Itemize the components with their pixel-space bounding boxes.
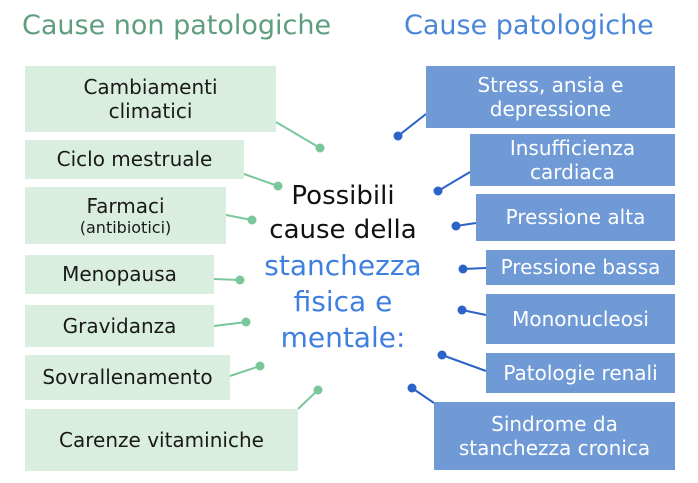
cause-farmaci: Farmaci (antibiotici) (25, 187, 226, 244)
cause-label: Farmaci (86, 193, 165, 218)
cause-pressione-bassa: Pressione bassa (486, 250, 675, 285)
connector-dot-ciclo (273, 181, 283, 191)
cause-label: Sindrome da stanchezza cronica (458, 411, 651, 460)
central-title-highlight: stanchezza fisica e mentale: (264, 248, 422, 355)
connector-carenze (297, 389, 319, 410)
cause-label: Insufficienza cardiaca (509, 135, 636, 184)
connector-dot-farmaci (247, 215, 257, 225)
central-title: Possibili cause della stanchezza fisica … (248, 180, 438, 357)
connector-insufficienza (437, 171, 471, 192)
cause-label: Patologie renali (503, 360, 658, 385)
connector-dot-mononucleosi (457, 305, 467, 315)
connector-patologie-renali (441, 354, 487, 372)
cause-label: Ciclo mestruale (56, 147, 213, 172)
cause-label: Mononucleosi (512, 306, 649, 331)
connector-dot-sovrallenamento (255, 361, 265, 371)
cause-label: Sovrallenamento (42, 365, 213, 390)
cause-sublabel: (antibiotici) (79, 217, 172, 237)
connector-dot-pressione-alta (451, 221, 461, 231)
connector-sovrallenamento (229, 365, 261, 377)
cause-sindrome-stanchezza-cronica: Sindrome da stanchezza cronica (434, 402, 675, 470)
cause-gravidanza: Gravidanza (25, 305, 214, 347)
cause-patologie-renali: Patologie renali (486, 353, 675, 393)
central-title-line2: cause della (269, 214, 417, 245)
cause-stress-ansia-depressione: Stress, ansia e depressione (426, 66, 675, 128)
cause-mononucleosi: Mononucleosi (486, 294, 675, 344)
cause-label: Stress, ansia e depressione (477, 72, 624, 121)
cause-label: Pressione alta (505, 205, 646, 230)
connector-dot-menopausa (235, 275, 245, 285)
cause-pressione-alta: Pressione alta (476, 194, 675, 241)
cause-carenze-vitaminiche: Carenze vitaminiche (25, 409, 298, 471)
cause-sovrallenamento: Sovrallenamento (25, 355, 230, 400)
cause-ciclo-mestruale: Ciclo mestruale (25, 140, 244, 179)
cause-label: Pressione bassa (500, 255, 661, 280)
connector-dot-gravidanza (241, 317, 251, 327)
cause-cambiamenti-climatici: Cambiamenti climatici (25, 66, 276, 132)
cause-label: Menopausa (62, 262, 177, 287)
connector-dot-stress (393, 131, 403, 141)
connector-gravidanza (213, 321, 247, 327)
connector-dot-pressione-bassa (458, 264, 468, 274)
connector-cambiamenti (275, 121, 321, 149)
connector-dot-sindrome (407, 383, 417, 393)
connector-dot-carenze (313, 385, 323, 395)
connector-stress (397, 113, 427, 137)
cause-menopausa: Menopausa (25, 255, 214, 294)
connector-ciclo (243, 173, 279, 187)
connector-dot-insufficienza (433, 186, 443, 196)
cause-label: Carenze vitaminiche (59, 427, 264, 452)
connector-dot-patologie-renali (437, 350, 447, 360)
pathological-heading: Cause patologiche (404, 10, 654, 41)
cause-insufficienza-cardiaca: Insufficienza cardiaca (470, 134, 675, 186)
cause-label: Cambiamenti climatici (83, 74, 218, 123)
connector-dot-cambiamenti (315, 143, 325, 153)
central-title-line1: Possibili (291, 181, 395, 211)
cause-label: Gravidanza (62, 313, 177, 338)
non-pathological-heading: Cause non patologiche (22, 10, 332, 41)
